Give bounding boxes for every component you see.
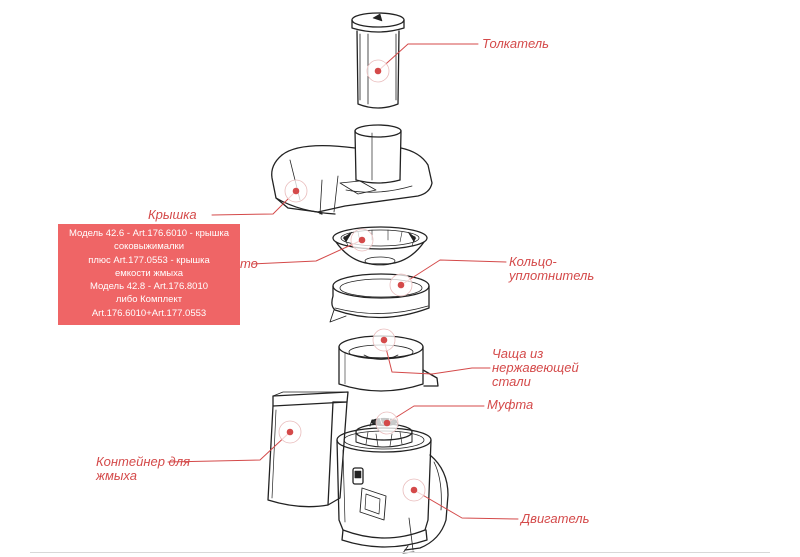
label-coupling[interactable]: Муфта (487, 397, 534, 412)
pusher-marker[interactable] (366, 59, 390, 83)
callout-markers (278, 59, 426, 502)
bowl-marker[interactable] (372, 328, 396, 352)
label-motor[interactable]: Двигатель (521, 511, 590, 526)
sieve-marker[interactable] (350, 228, 374, 252)
label-pulp-container[interactable]: Контейнер для жмыха (96, 455, 190, 483)
tooltip-line: либо Комплект (115, 294, 183, 306)
label-lid[interactable]: Крышка (148, 207, 197, 222)
motor-base-part (336, 417, 449, 554)
label-sealing-ring-line-1: Кольцо- (509, 254, 557, 269)
label-pulp-container-line-1: Контейнер для (96, 454, 191, 469)
motor-marker[interactable] (402, 478, 426, 502)
pulp-container-marker[interactable] (278, 420, 302, 444)
tooltip-line: Art.176.6010+Art.177.0553 (91, 307, 207, 319)
lid-part (271, 124, 433, 215)
sieve-part (332, 226, 428, 266)
label-pulp-container-line-2: жмыха (96, 468, 138, 483)
sealing-ring-part (329, 273, 430, 323)
lid-marker[interactable] (284, 179, 308, 203)
tooltip-line: плюс Art.177.0553 - крышка (88, 254, 210, 266)
lid-tooltip: Модель 42.6 - Art.176.6010 - крышка соко… (58, 224, 240, 325)
label-sealing-ring-line-2: уплотнитель (509, 268, 595, 283)
tooltip-line: соковыжималки (113, 241, 185, 253)
tooltip-line: Модель 42.6 - Art.176.6010 - крышка (68, 228, 230, 239)
label-pusher[interactable]: Толкатель (482, 36, 549, 51)
coupling-marker[interactable] (375, 411, 399, 435)
tooltip-line: емкости жмыха (114, 267, 184, 279)
pusher-part (351, 12, 405, 109)
tooltip-line: Модель 42.8 - Art.176.8010 (89, 281, 209, 293)
bottom-divider (30, 552, 770, 553)
ring-marker[interactable] (389, 273, 413, 297)
label-sealing-ring[interactable]: Кольцо- уплотнитель (509, 255, 594, 283)
label-bowl-line-2: нержавеющей (492, 360, 579, 375)
label-bowl[interactable]: Чаща из нержавеющей стали (492, 347, 579, 389)
label-bowl-line-3: стали (492, 374, 531, 389)
label-sieve[interactable]: то (240, 256, 258, 271)
label-bowl-line-1: Чаща из (492, 346, 544, 361)
pulp-container-part (267, 391, 349, 508)
